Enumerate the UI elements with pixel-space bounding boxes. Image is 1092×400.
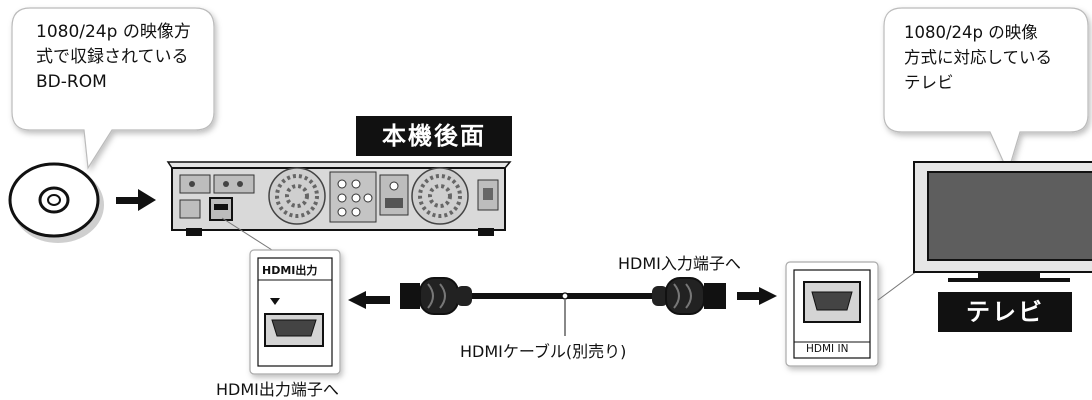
hdmi-cable — [400, 277, 726, 336]
tv-speech-bubble — [883, 7, 1089, 174]
hdmi-in-port-label: HDMI IN — [806, 343, 849, 355]
hdmi-in-port-closeup — [785, 261, 879, 367]
tv-bubble-line-3: テレビ — [904, 73, 954, 92]
cable-caption: HDMIケーブル(別売り) — [460, 342, 627, 361]
player-rear-panel — [166, 161, 512, 236]
tv-bubble-line-1: 1080/24p の映像 — [904, 23, 1038, 42]
disc-bubble-text: 1080/24p の映像方 式で収録されている BD-ROM — [36, 20, 191, 95]
tv-bubble-text: 1080/24p の映像 方式に対応している テレビ — [904, 20, 1052, 95]
disc-icon — [8, 162, 104, 243]
hdmi-out-caption: HDMI出力端子へ — [216, 380, 339, 399]
disc-bubble-line-2: 式で収録されている — [36, 47, 189, 67]
tv-tag: テレビ — [938, 292, 1072, 332]
arrow-right-icon — [737, 287, 777, 305]
tv-icon — [913, 161, 1092, 282]
disc-bubble-line-1: 1080/24p の映像方 — [36, 22, 191, 42]
hdmi-out-port-closeup — [249, 249, 341, 375]
arrow-left-icon — [348, 291, 390, 309]
disc-speech-bubble — [11, 7, 215, 170]
player-rear-tag: 本機後面 — [356, 116, 512, 156]
tv-bubble-line-2: 方式に対応している — [904, 48, 1053, 67]
disc-bubble-line-3: BD-ROM — [36, 72, 107, 92]
hdmi-in-caption: HDMI入力端子へ — [618, 254, 741, 273]
arrow-right-icon — [116, 189, 156, 211]
hdmi-out-port-label: HDMI出力 — [262, 264, 318, 277]
